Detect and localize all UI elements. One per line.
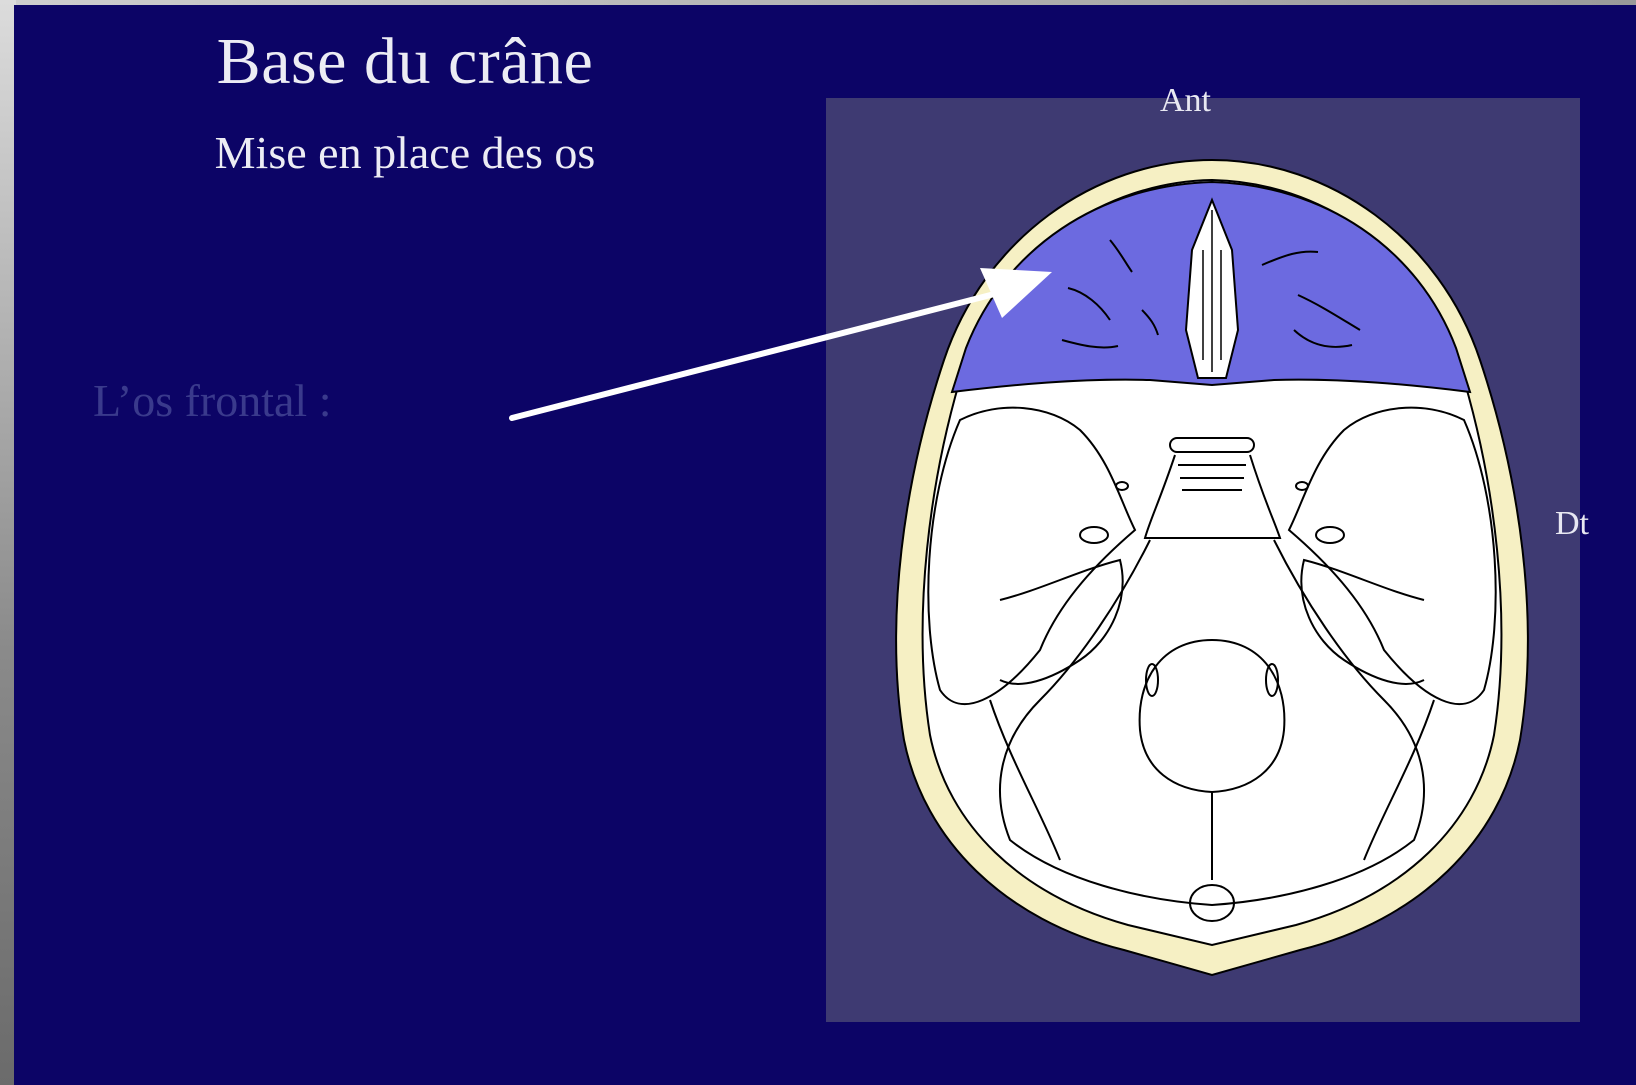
- orientation-right-label: Dt: [1555, 505, 1589, 543]
- orientation-anterior-label: Ant: [1160, 82, 1211, 120]
